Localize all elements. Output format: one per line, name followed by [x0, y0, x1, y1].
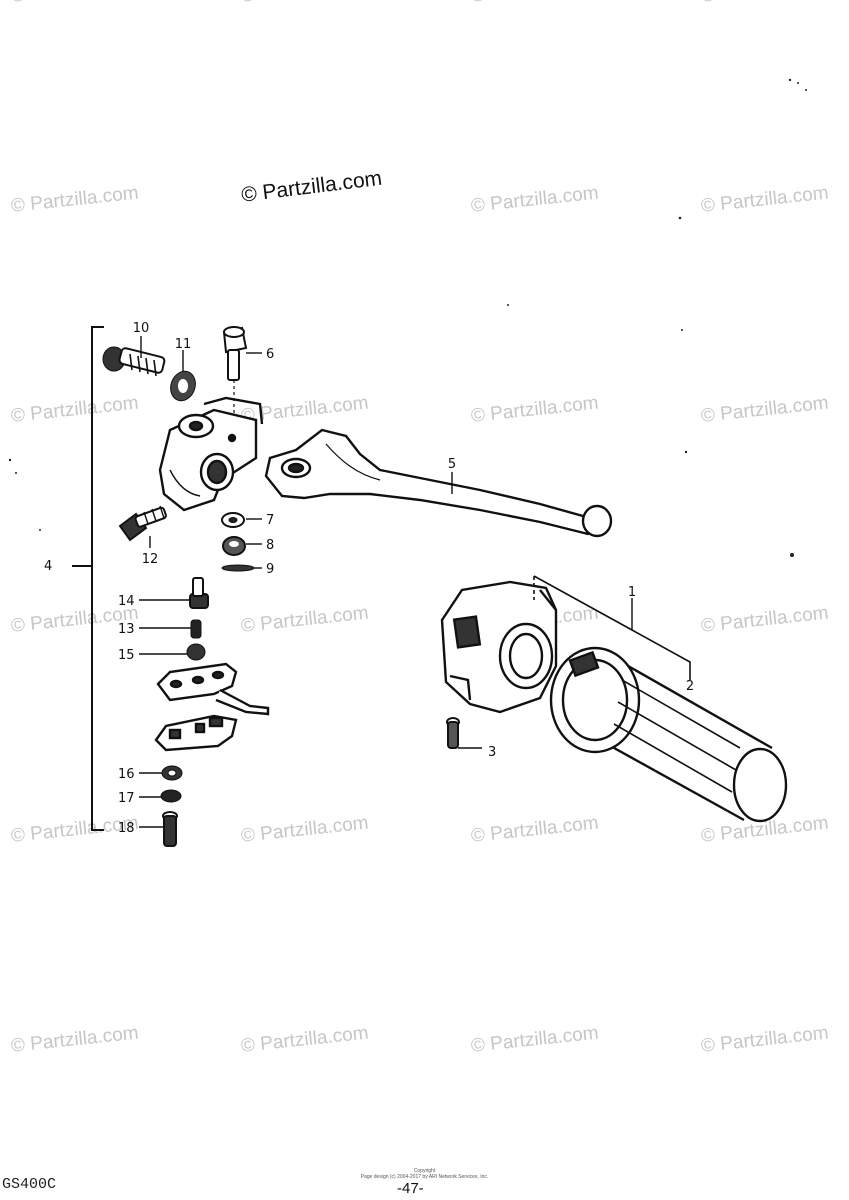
model-code: GS400C	[2, 1176, 57, 1193]
callout-3: 3	[488, 745, 496, 760]
part-17-washer	[160, 789, 182, 803]
copyright-notice: Copyright Page design (c) 2004-2017 by A…	[0, 1168, 849, 1180]
part-13-spring	[190, 619, 202, 639]
part-11-washer	[170, 370, 196, 402]
callout-2: 2	[686, 679, 694, 694]
callout-16: 16	[118, 767, 135, 782]
part-5-brake-lever	[264, 428, 613, 538]
part-9-pin	[221, 564, 255, 572]
part-12-screw	[118, 505, 167, 542]
callout-13: 13	[118, 622, 135, 637]
callout-4: 4	[44, 559, 52, 574]
part-10-bolt	[102, 346, 166, 377]
part-18-screw	[162, 811, 178, 847]
assembly-bracket	[72, 326, 104, 831]
callout-9: 9	[266, 562, 274, 577]
callout-5: 5	[448, 457, 456, 472]
part-6-pivot-bolt	[222, 326, 248, 444]
copyright-line: Copyright	[413, 1168, 436, 1174]
callout-10: 10	[133, 321, 150, 336]
part-15-ball	[186, 643, 206, 661]
callout-6: 6	[266, 347, 274, 362]
callout-1: 1	[628, 585, 636, 600]
part-14-switch-fitting	[189, 577, 209, 609]
part-2-grip	[549, 646, 788, 823]
stop-switch-plate	[156, 662, 270, 716]
callout-7: 7	[266, 513, 274, 528]
callout-12: 12	[142, 552, 159, 567]
part-4-lever-bracket	[158, 396, 264, 512]
callout-18: 18	[118, 821, 135, 836]
callout-labels: 1 2 3 4 5 6 7 8 9 10 11 12 13 14 15 16 1…	[44, 321, 694, 836]
part-8-nut	[222, 536, 246, 556]
stop-switch-housing	[154, 714, 238, 752]
callout-17: 17	[118, 791, 135, 806]
part-3-screw	[446, 717, 460, 749]
assembly-bracket-1-2	[533, 575, 691, 680]
callout-14: 14	[118, 594, 135, 609]
leader-lines	[139, 336, 633, 828]
page-number: -47-	[397, 1180, 424, 1197]
copyright-line: Page design (c) 2004-2017 by ARI Network…	[360, 1174, 489, 1180]
scan-specks	[8, 78, 807, 557]
callout-15: 15	[118, 648, 135, 663]
part-16-washer	[161, 765, 183, 781]
part-1-handlebar-switch	[440, 580, 558, 714]
part-7-washer	[221, 512, 245, 528]
callout-8: 8	[266, 538, 274, 553]
callout-11: 11	[175, 337, 192, 352]
